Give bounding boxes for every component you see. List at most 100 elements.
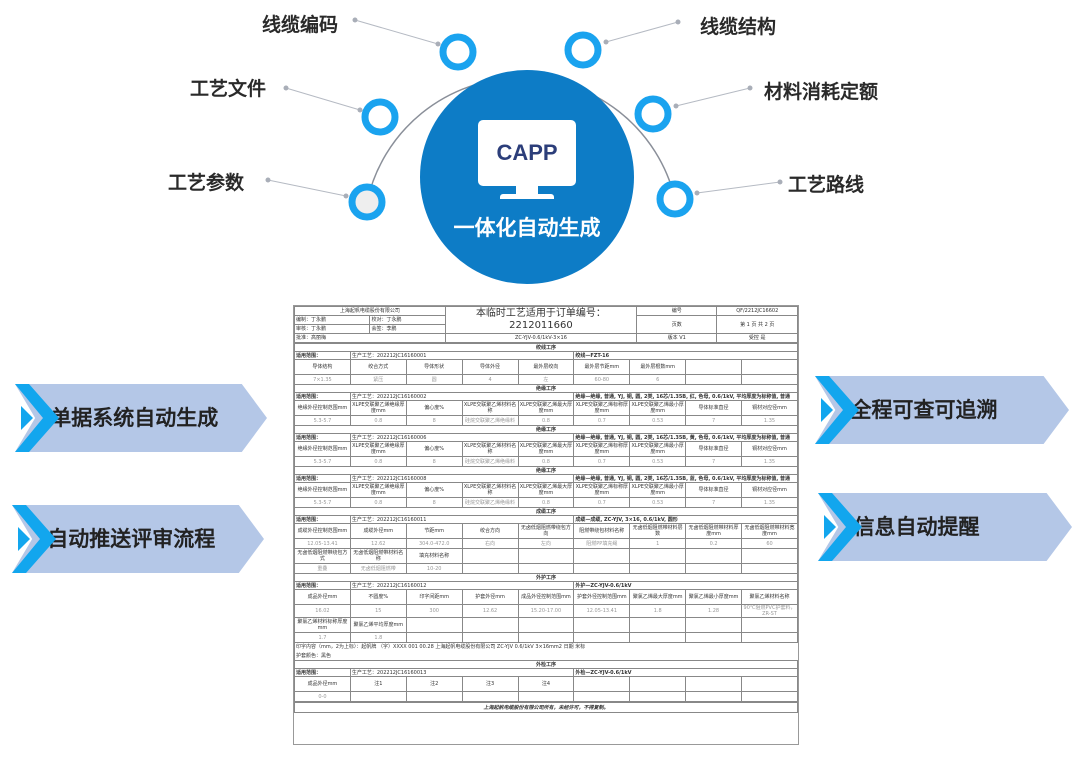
- process-spec: 外护—ZC-YJV-0.6/1kV: [573, 581, 798, 590]
- cell-value: 8: [405, 415, 463, 426]
- scope-label: 适用范围：: [294, 581, 351, 590]
- column-header: [741, 617, 798, 633]
- column-header: 无卤低烟阻燃带材料厚度mm: [685, 523, 742, 539]
- cell-value: [685, 691, 742, 702]
- cell-value: [629, 563, 687, 574]
- connector-dot: [343, 193, 349, 199]
- checker: 校对：丁永鹏: [369, 315, 446, 325]
- column-header: [461, 548, 519, 564]
- value-row: 0-0: [294, 691, 798, 702]
- approver: 批准：高丽梅: [294, 333, 446, 343]
- banner-text: 全程可查可追溯: [850, 398, 998, 422]
- note-row: 印字内容（mm，2为上标）：起帆牌 （字）XXXX 001 00.28 上海起帆…: [294, 642, 798, 652]
- cable-model: ZC-YJV-0.6/1kV-3×16: [444, 333, 638, 343]
- column-header: 填充材料名称: [405, 548, 463, 564]
- column-header: XLPE交联聚乙烯最小厚度mm: [629, 400, 687, 416]
- column-header: 绝缘外径控制范围mm: [294, 482, 351, 498]
- cell-value: 12.62: [349, 538, 407, 549]
- column-header: 铜材对应径mm: [741, 400, 798, 416]
- page-count: 第 1 页 共 2 页: [716, 315, 798, 334]
- cell-value: 重叠: [294, 563, 351, 574]
- column-header: 导体结构: [294, 359, 351, 375]
- scope-label: 适用范围：: [294, 474, 351, 483]
- column-header: 不圆度%: [349, 589, 407, 605]
- column-header: 最外层绞向: [517, 359, 575, 375]
- cell-value: 0.8: [349, 415, 407, 426]
- process-spec: 绝缘—绝缘, 普通, YJ, 铜, 圆, 2类, 16芯/1.35B, 红, 色…: [573, 392, 798, 401]
- cell-value: 圆: [405, 374, 463, 385]
- connector-dot: [265, 177, 271, 183]
- cell-value: 304.0-472.0: [405, 538, 463, 549]
- column-header: [405, 617, 463, 633]
- column-header: 成缆外径控制范围mm: [294, 523, 351, 539]
- connector-dot: [694, 190, 700, 196]
- scope-label: 适用范围：: [294, 668, 351, 677]
- cell-value: [349, 691, 407, 702]
- column-header: [685, 617, 742, 633]
- cell-value: [685, 563, 742, 574]
- column-header: XLPE交联聚乙烯绝缘厚度mm: [349, 441, 407, 457]
- cell-value: 5.3-5.7: [294, 415, 351, 426]
- connector-line: [285, 87, 361, 111]
- section-title-row: 绝缘工序: [294, 384, 798, 393]
- process-number: 生产工艺：202212JC16160006: [349, 433, 575, 442]
- process-spec: 外检—ZC-YJV-0.6/1kV: [573, 668, 798, 677]
- reviewer: 审核：丁永鹏: [294, 324, 371, 334]
- compiler: 编制：丁永鹏: [294, 315, 371, 325]
- cell-value: 1.8: [629, 604, 687, 618]
- column-header: 最外层节距mm: [573, 359, 631, 375]
- column-header: XLPE交联聚乙烯标称厚度mm: [573, 400, 631, 416]
- column-header: 绞合方向: [461, 523, 519, 539]
- column-header: 无卤低烟阻燃带材料层数: [629, 523, 687, 539]
- node-label-process-file: 工艺文件: [190, 78, 267, 100]
- cell-value: 0.53: [629, 415, 687, 426]
- column-header: XLPE交联聚乙烯最大厚度mm: [517, 482, 575, 498]
- node-ring-icon: [564, 31, 602, 69]
- cell-value: 0.7: [573, 456, 631, 467]
- cell-value: 0.7: [573, 497, 631, 508]
- column-header: 聚氯乙烯材料标称厚度mm: [294, 617, 351, 633]
- cell-value: 1.35: [741, 415, 798, 426]
- cell-value: 6: [629, 374, 687, 385]
- column-header: 最外层根数mm: [629, 359, 687, 375]
- cell-value: 7×1.35: [294, 374, 351, 385]
- column-header: XLPE交联聚乙烯标称厚度mm: [573, 482, 631, 498]
- column-header: XLPE交联聚乙烯最大厚度mm: [517, 441, 575, 457]
- process-number: 生产工艺：202212JC16160012: [349, 581, 575, 590]
- pages-label: 页数: [636, 315, 718, 334]
- cell-value: 8: [405, 456, 463, 467]
- cell-value: 0.2: [685, 538, 742, 549]
- section-title: 外护工序: [294, 573, 798, 582]
- section-title: 外检工序: [294, 660, 798, 669]
- cell-value: [629, 632, 687, 643]
- connector-line: [605, 21, 679, 43]
- column-header: 偏心度%: [405, 400, 463, 416]
- cell-value: 0.8: [349, 497, 407, 508]
- column-header: 注2: [405, 676, 463, 692]
- cell-value: 7: [685, 415, 742, 426]
- section-title: 绞线工序: [294, 343, 798, 352]
- column-header: [517, 617, 575, 633]
- section-title: 绝缘工序: [294, 466, 798, 475]
- countersign: 会签：李鹏: [369, 324, 446, 334]
- cell-value: 0.7: [573, 415, 631, 426]
- column-header: [461, 617, 519, 633]
- cell-value: 60-80: [573, 374, 631, 385]
- cell-value: [517, 563, 575, 574]
- cell-value: [741, 691, 798, 702]
- column-header: [629, 676, 687, 692]
- process-number: 生产工艺：202212JC16160008: [349, 474, 575, 483]
- column-header: XLPE交联聚乙烯绝缘厚度mm: [349, 482, 407, 498]
- column-header: 聚氯乙烯最小厚度mm: [685, 589, 742, 605]
- chevron-icon: [15, 384, 59, 452]
